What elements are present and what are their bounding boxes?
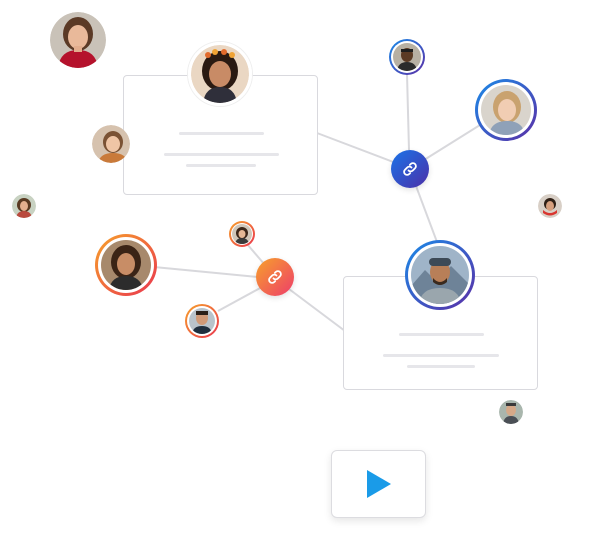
avatar[interactable]: [475, 79, 537, 141]
card-placeholder-line: [407, 365, 475, 368]
card-placeholder-line: [164, 153, 279, 156]
avatar[interactable]: [499, 400, 523, 424]
avatar[interactable]: [12, 194, 36, 218]
link-icon: [268, 270, 282, 284]
avatar[interactable]: [229, 221, 255, 247]
link-hub-blue[interactable]: [391, 150, 429, 188]
card-placeholder-line: [179, 132, 264, 135]
avatar[interactable]: [405, 240, 475, 310]
connector-line: [423, 124, 481, 161]
connector-line: [415, 185, 438, 243]
connector-line: [153, 266, 259, 278]
card-placeholder-line: [186, 164, 256, 167]
card-placeholder-line: [383, 354, 499, 357]
avatar[interactable]: [389, 39, 425, 75]
play-button[interactable]: [331, 450, 426, 518]
link-hub-orange[interactable]: [256, 258, 294, 296]
avatar[interactable]: [95, 234, 157, 296]
connector-line: [217, 286, 263, 312]
card-placeholder-line: [399, 333, 484, 336]
avatar[interactable]: [50, 12, 106, 68]
avatar[interactable]: [538, 194, 562, 218]
avatar[interactable]: [188, 42, 252, 106]
link-icon: [403, 162, 417, 176]
avatar[interactable]: [185, 304, 219, 338]
connector-line: [406, 73, 410, 151]
connector-line: [288, 288, 346, 332]
avatar[interactable]: [92, 125, 130, 163]
play-icon: [366, 470, 391, 498]
